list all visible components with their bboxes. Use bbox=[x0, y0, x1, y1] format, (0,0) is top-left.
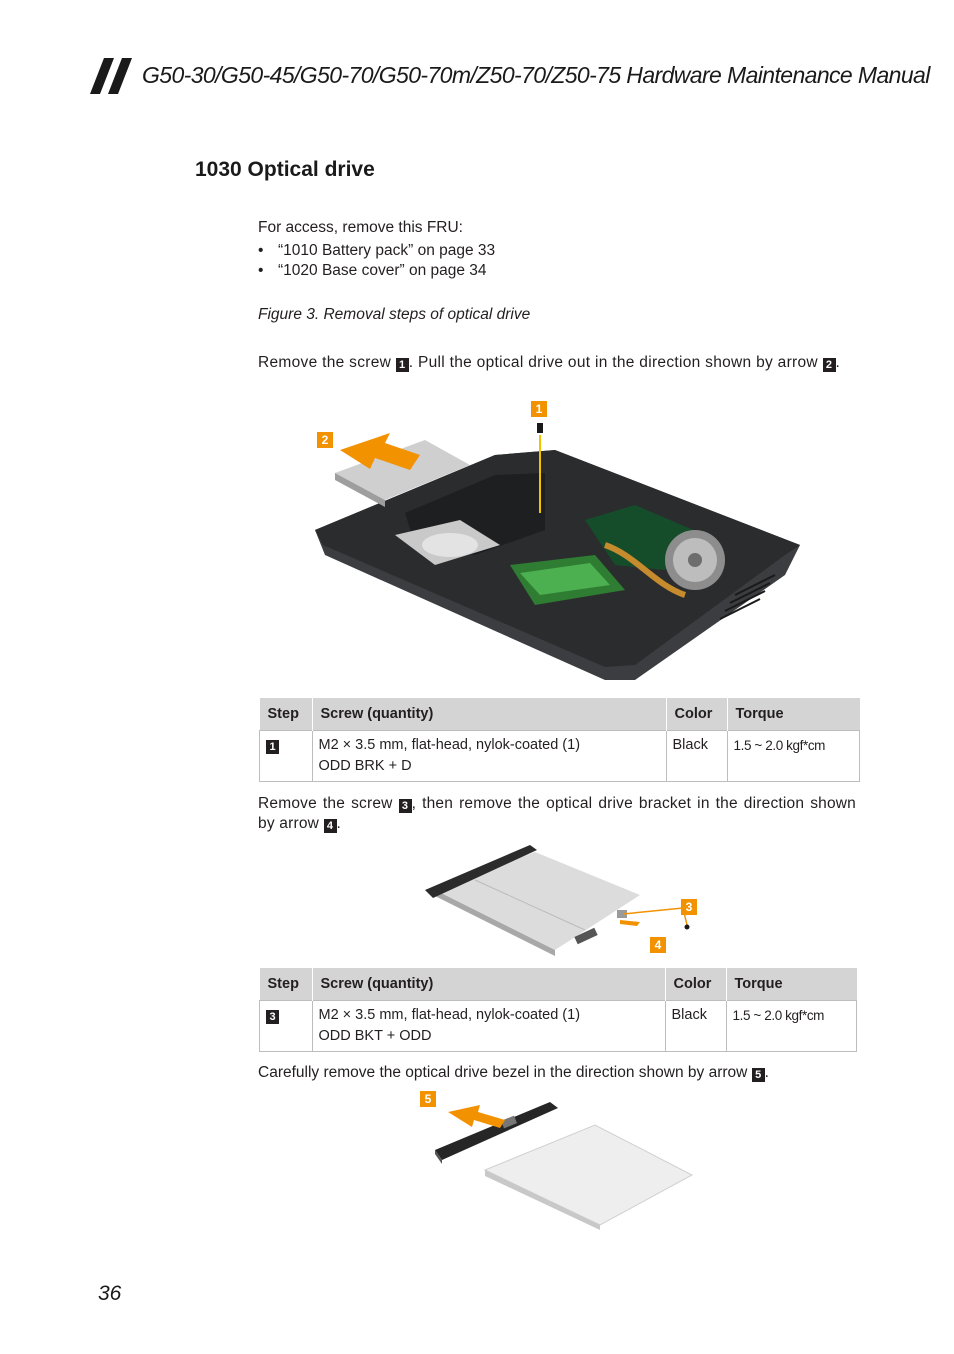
access-list: •“1010 Battery pack” on page 33 •“1020 B… bbox=[258, 241, 495, 281]
image-callout-4: 4 bbox=[650, 937, 666, 953]
manual-title: G50-30/G50-45/G50-70/G50-70m/Z50-70/Z50-… bbox=[142, 62, 930, 88]
col-color: Color bbox=[666, 698, 728, 731]
figure-caption: Figure 3. Removal steps of optical drive bbox=[258, 306, 531, 323]
col-screw: Screw (quantity) bbox=[312, 968, 666, 1001]
screw-table-2: Step Screw (quantity) Color Torque 3 M2 … bbox=[259, 968, 857, 1052]
step-2-instruction: Remove the screw 3, then remove the opti… bbox=[258, 795, 857, 833]
image-callout-2: 2 bbox=[317, 432, 333, 448]
header-logo-slashes bbox=[90, 58, 136, 94]
list-item: •“1010 Battery pack” on page 33 bbox=[258, 242, 496, 259]
col-color: Color bbox=[665, 968, 727, 1001]
table-header-row: Step Screw (quantity) Color Torque bbox=[259, 968, 857, 1001]
image-callout-5: 5 bbox=[420, 1091, 436, 1107]
callout-badge: 5 bbox=[751, 1068, 765, 1082]
screw-table-1: Step Screw (quantity) Color Torque 1 M2 … bbox=[259, 698, 860, 782]
callout-badge: 1 bbox=[266, 740, 279, 754]
table-row: 3 M2 × 3.5 mm, flat-head, nylok-coated (… bbox=[259, 1000, 857, 1052]
optical-drive-bracket-illustration bbox=[415, 840, 715, 960]
col-step: Step bbox=[259, 698, 313, 731]
col-torque: Torque bbox=[727, 698, 860, 731]
callout-badge: 1 bbox=[395, 358, 409, 372]
step-1-instruction: Remove the screw 1. Pull the optical dri… bbox=[258, 354, 841, 372]
access-item-2[interactable]: “1020 Base cover” on page 34 bbox=[278, 262, 487, 279]
optical-drive-bezel-illustration bbox=[430, 1090, 700, 1230]
callout-badge: 3 bbox=[266, 1010, 279, 1024]
table-row: 1 M2 × 3.5 mm, flat-head, nylok-coated (… bbox=[259, 730, 860, 782]
table-header-row: Step Screw (quantity) Color Torque bbox=[259, 698, 860, 731]
access-intro: For access, remove this FRU: bbox=[258, 219, 463, 236]
laptop-bottom-illustration bbox=[305, 395, 805, 685]
image-callout-3: 3 bbox=[681, 899, 697, 915]
page-number: 36 bbox=[98, 1282, 122, 1305]
col-torque: Torque bbox=[726, 968, 857, 1001]
callout-badge: 2 bbox=[822, 358, 836, 372]
callout-badge: 3 bbox=[398, 799, 412, 813]
list-item: •“1020 Base cover” on page 34 bbox=[258, 262, 487, 279]
step-3-instruction: Carefully remove the optical drive bezel… bbox=[258, 1064, 769, 1082]
image-callout-1: 1 bbox=[531, 401, 547, 417]
col-step: Step bbox=[259, 968, 313, 1001]
access-item-1[interactable]: “1010 Battery pack” on page 33 bbox=[278, 242, 496, 259]
callout-badge: 4 bbox=[323, 819, 337, 833]
col-screw: Screw (quantity) bbox=[312, 698, 667, 731]
section-title: 1030 Optical drive bbox=[195, 158, 375, 181]
